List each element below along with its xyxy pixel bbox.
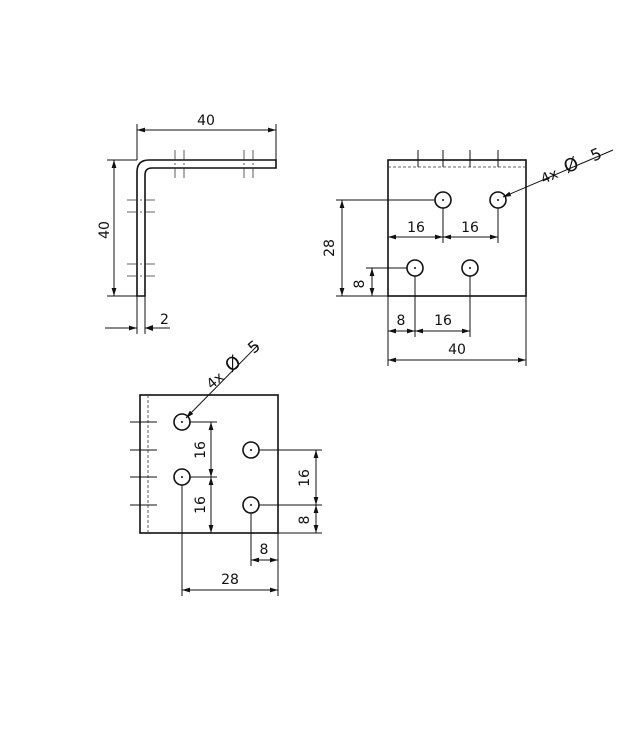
right-dim-8-vertical-label: 8 <box>352 280 368 289</box>
right-hole-note-qty: 4x <box>539 166 561 188</box>
right-dim-40-label: 40 <box>448 342 466 358</box>
bottom-hole-note-dia: 5 <box>244 336 264 357</box>
bottom-hole-note-qty: 4x <box>204 369 227 392</box>
right-dim-28-label: 28 <box>322 239 338 257</box>
bottom-dim-8-right-label: 8 <box>297 516 313 525</box>
right-hole-note-symbol: Ø <box>561 153 582 178</box>
right-hole-leader <box>502 149 614 198</box>
side-height-label: 40 <box>97 221 113 239</box>
bottom-hole-note-symbol: Ø <box>221 352 245 377</box>
bottom-dim-16-right-label: 16 <box>297 469 313 487</box>
right-dim-16-lower-label: 16 <box>434 313 452 329</box>
right-plate-outline <box>387 159 527 297</box>
side-width-label: 40 <box>197 113 215 129</box>
bottom-view: 4x Ø 5 16 16 16 8 8 28 <box>130 336 322 596</box>
bottom-hole-leader <box>185 344 259 419</box>
right-dim-8-horizontal-label: 8 <box>397 313 406 329</box>
right-view: 4x Ø 5 28 8 16 16 8 16 40 <box>322 144 614 366</box>
bottom-plate-outline <box>139 394 279 534</box>
bottom-dim-16-left-lower-label: 16 <box>193 496 209 514</box>
side-profile-outline <box>136 159 277 297</box>
side-view: 40 40 2 <box>97 113 277 334</box>
bottom-dim-28-label: 28 <box>221 572 239 588</box>
right-dim-16-upper-right-label: 16 <box>461 220 479 236</box>
right-dim-16-upper-left-label: 16 <box>407 220 425 236</box>
bottom-dim-16-left-upper-label: 16 <box>193 441 209 459</box>
side-thickness-label: 2 <box>160 312 169 328</box>
bottom-dim-8-bottom-label: 8 <box>260 542 269 558</box>
